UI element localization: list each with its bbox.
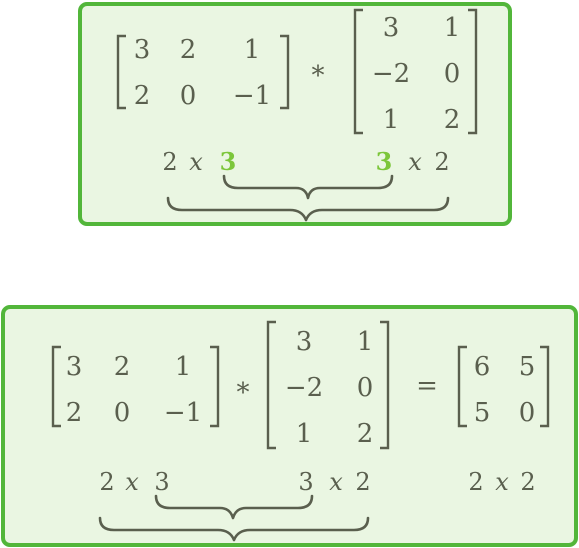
p2-matrix-c-left-bracket xyxy=(457,345,467,428)
p2-outer-dims-brace xyxy=(98,516,370,542)
p1-dim-left-times: x xyxy=(189,148,203,176)
p2-c-cell: 5 xyxy=(474,398,491,428)
p2-dim-result-rows: 2 xyxy=(468,468,483,496)
p1-b-cell: 3 xyxy=(383,13,400,43)
p2-multiply-operator: * xyxy=(237,378,250,408)
p1-a-cell: 0 xyxy=(180,81,197,111)
p1-a-cell: 2 xyxy=(180,35,197,65)
p2-matrix-a-left-bracket xyxy=(51,345,61,428)
p1-multiply-operator: * xyxy=(312,61,325,91)
p1-a-cell: 3 xyxy=(134,35,151,65)
p1-dim-left-cols: 3 xyxy=(220,147,237,176)
p1-outer-dims-brace xyxy=(166,196,450,222)
p1-b-cell: 0 xyxy=(444,59,461,89)
p2-a-cell: 2 xyxy=(66,398,83,428)
p2-dim-left-times: x xyxy=(125,468,139,496)
p2-c-cell: 5 xyxy=(519,352,536,382)
p2-b-cell: −2 xyxy=(285,373,323,403)
p1-inner-dims-brace xyxy=(222,174,394,200)
p2-inner-dims-brace xyxy=(154,494,314,520)
p2-a-cell: 0 xyxy=(114,398,131,428)
p1-matrix-b: 3 1 −2 0 1 2 xyxy=(372,13,460,135)
p1-dim-right-times: x xyxy=(408,148,422,176)
p1-b-cell: 1 xyxy=(383,105,400,135)
p2-dim-right-times: x xyxy=(329,468,343,496)
p2-b-cell: 0 xyxy=(357,373,374,403)
p2-matrix-c-right-bracket xyxy=(540,345,550,428)
p2-c-cell: 0 xyxy=(519,398,536,428)
p1-a-cell: 1 xyxy=(244,35,261,65)
p1-a-cell: −1 xyxy=(233,81,271,111)
p2-c-cell: 6 xyxy=(474,352,491,382)
p1-b-cell: −2 xyxy=(372,59,410,89)
p1-dim-right-cols: 2 xyxy=(434,148,449,176)
p2-a-cell: 1 xyxy=(175,352,192,382)
p2-matrix-b: 3 1 −2 0 1 2 xyxy=(285,327,373,449)
p2-dim-left-cols: 3 xyxy=(154,468,169,496)
p1-b-cell: 1 xyxy=(444,13,461,43)
p2-b-cell: 3 xyxy=(296,327,313,357)
p1-dim-right-rows: 3 xyxy=(376,147,393,176)
p2-dim-result-cols: 2 xyxy=(520,468,535,496)
panel-product-result xyxy=(1,305,578,547)
p2-b-cell: 1 xyxy=(296,419,313,449)
p2-a-cell: 3 xyxy=(66,352,83,382)
p1-b-cell: 2 xyxy=(444,105,461,135)
p2-b-cell: 1 xyxy=(357,327,374,357)
p1-matrix-a: 3 2 1 2 0 −1 xyxy=(134,35,271,111)
p2-matrix-b-right-bracket xyxy=(380,320,390,450)
p2-dim-left-rows: 2 xyxy=(99,468,114,496)
p2-matrix-a-right-bracket xyxy=(210,345,220,428)
p1-matrix-a-right-bracket xyxy=(280,34,290,110)
p2-matrix-b-left-bracket xyxy=(266,320,276,450)
p2-a-cell: −1 xyxy=(164,398,202,428)
p2-matrix-c: 6 5 5 0 xyxy=(474,352,536,428)
panel2-group: 3 2 1 2 0 −1 * 3 1 −2 0 1 2 = xyxy=(51,320,550,542)
p2-matrix-a: 3 2 1 2 0 −1 xyxy=(66,352,202,428)
p2-b-cell: 2 xyxy=(357,419,374,449)
p1-matrix-a-left-bracket xyxy=(116,34,126,110)
p2-dim-right-rows: 3 xyxy=(298,468,313,496)
p2-equals-sign: = xyxy=(416,371,438,401)
p1-matrix-b-right-bracket xyxy=(468,8,478,135)
p2-a-cell: 2 xyxy=(114,352,131,382)
p1-matrix-b-left-bracket xyxy=(353,8,363,135)
panel1-group: 3 2 1 2 0 −1 * 3 1 −2 0 1 2 2 x xyxy=(116,8,478,222)
p1-a-cell: 2 xyxy=(134,81,151,111)
p2-dim-result-times: x xyxy=(495,468,509,496)
p1-dim-left-rows: 2 xyxy=(162,148,177,176)
p2-dim-right-cols: 2 xyxy=(355,468,370,496)
